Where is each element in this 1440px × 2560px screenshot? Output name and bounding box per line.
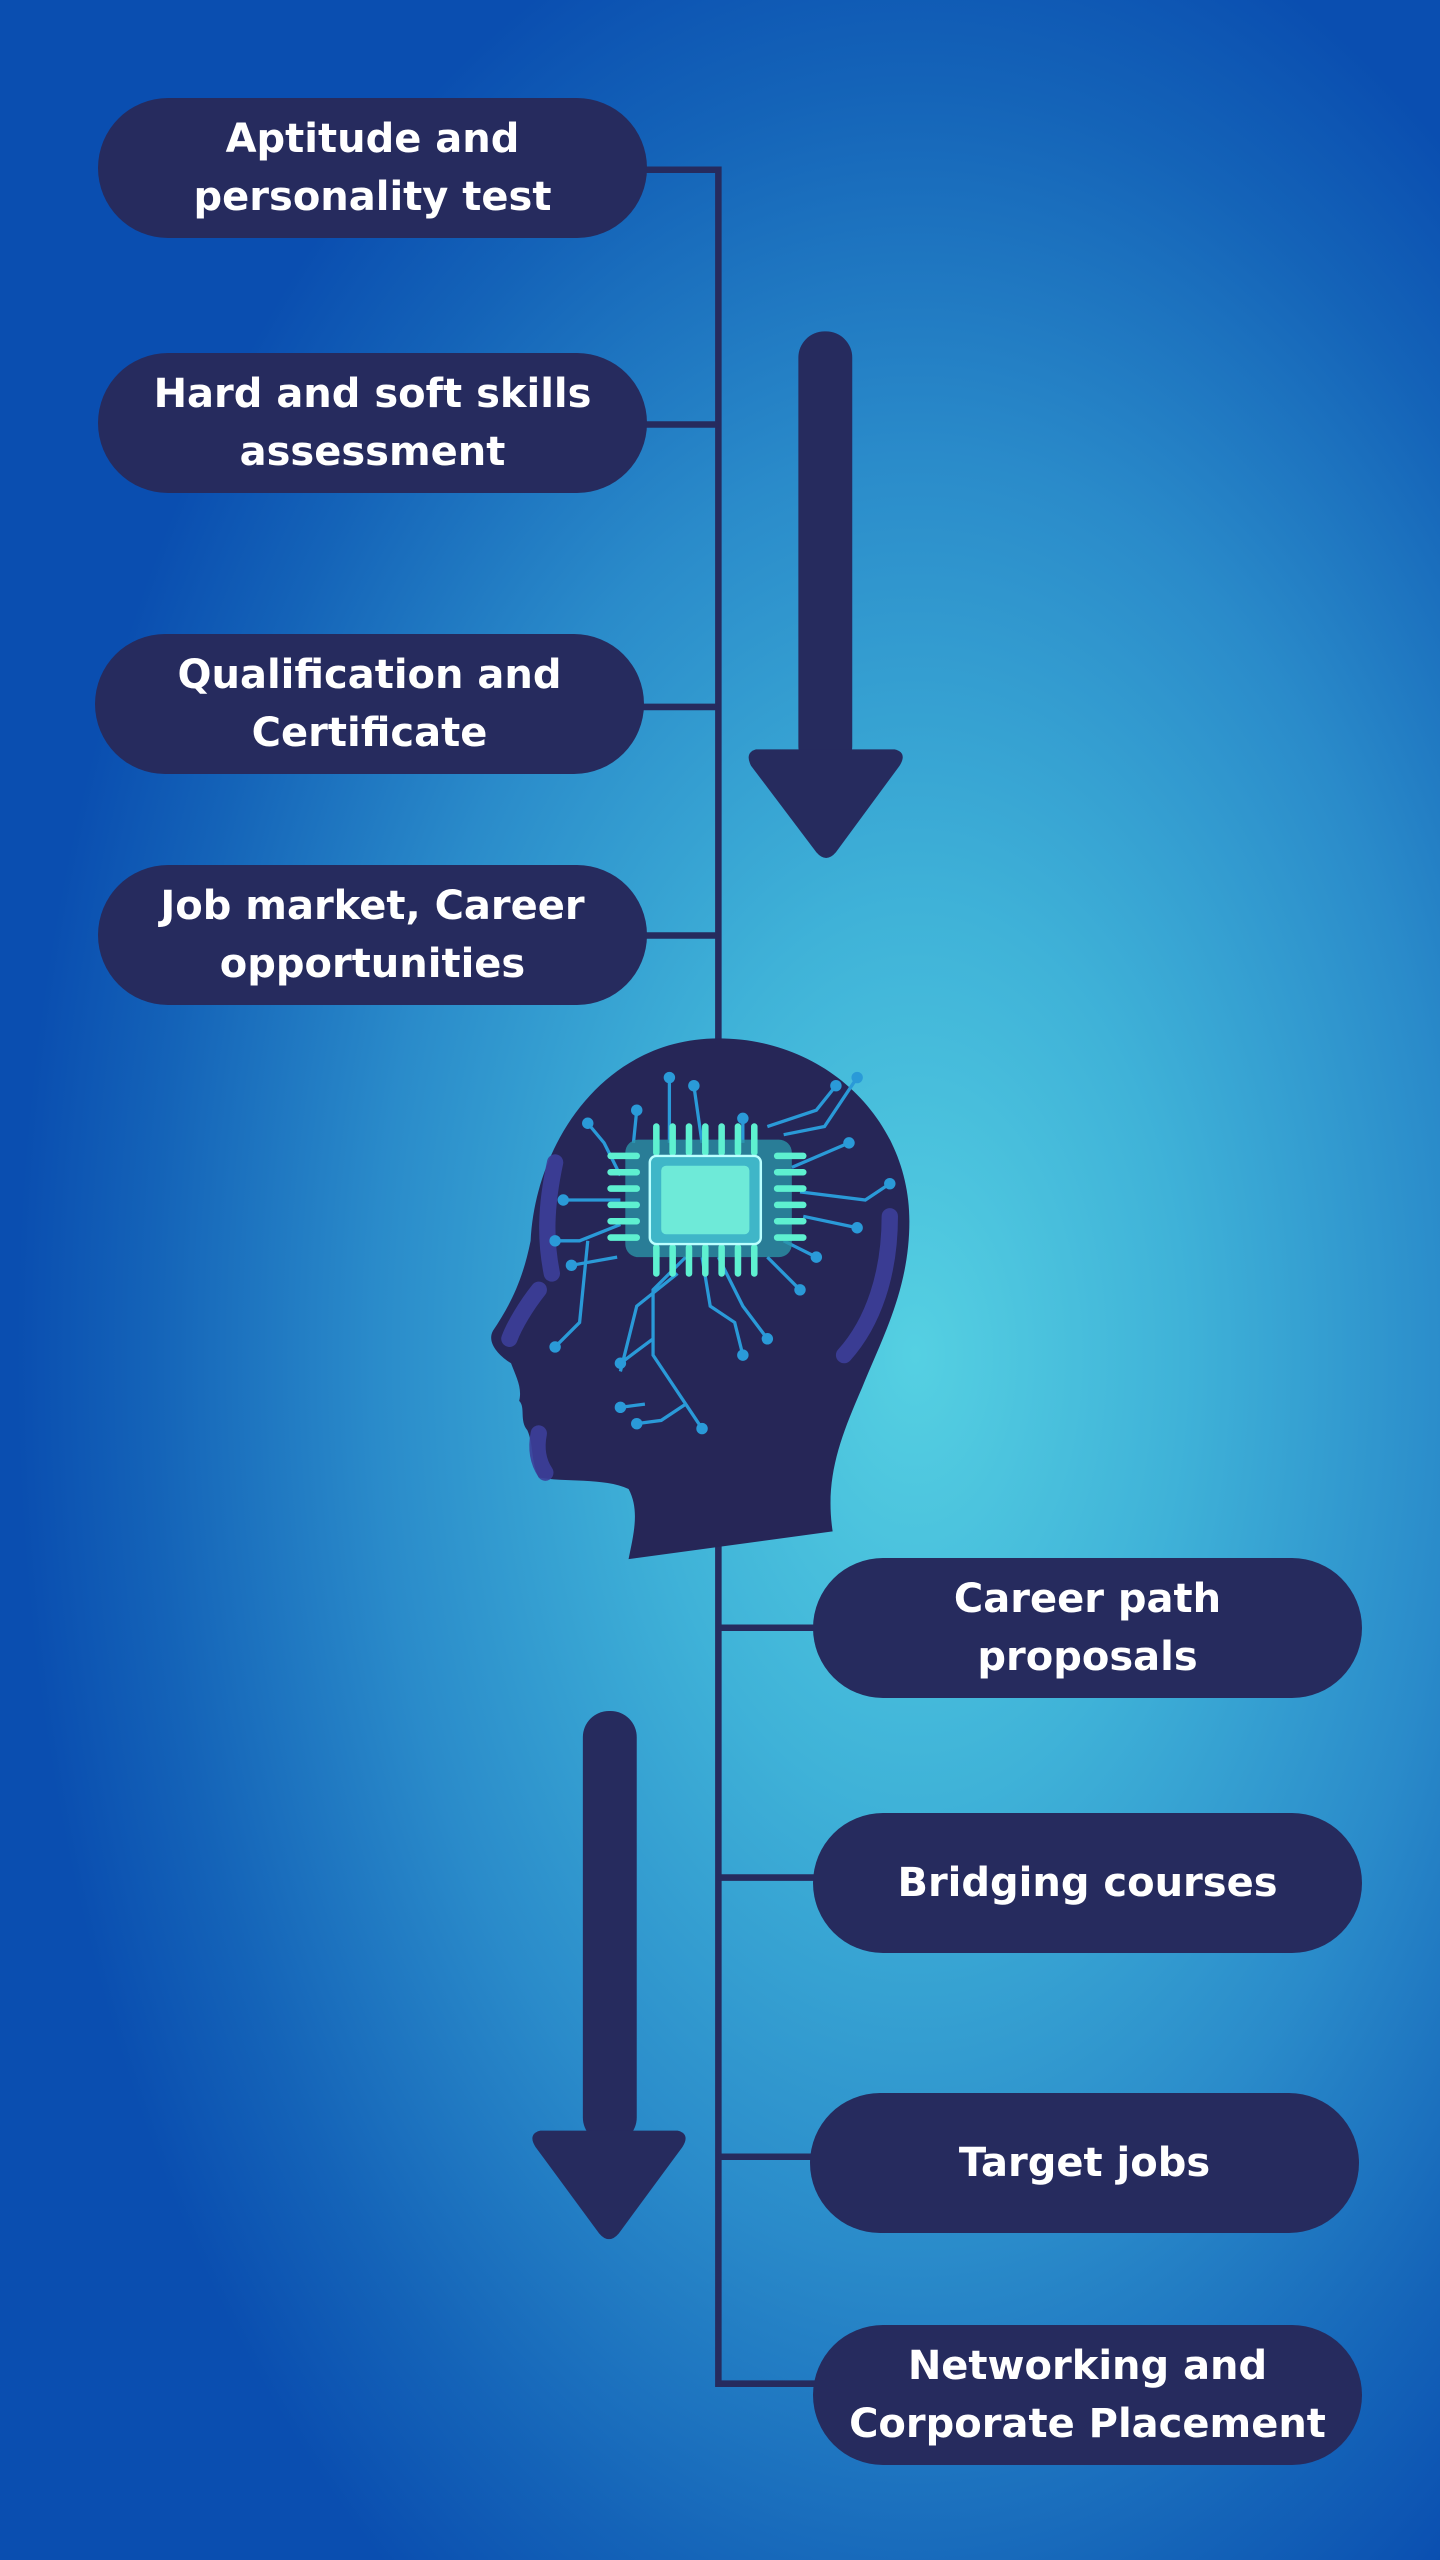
node-label: Job market, Career opportunities [160,883,585,987]
arrow-down-icon [532,1711,686,2240]
node-label: Target jobs [958,2140,1211,2186]
trunk-line-bottom [715,1542,825,2387]
ai-head-chip-icon [491,1038,910,1560]
node-label: Hard and soft skills assessment [153,371,592,475]
input-node-job-market: Job market, Career opportunities [98,865,647,1005]
output-node-target-jobs: Target jobs [810,2093,1359,2233]
node-label: Aptitude and personality test [193,116,552,220]
node-label: Networking and Corporate Placement [849,2343,1326,2447]
output-node-career-path: Career path proposals [813,1558,1362,1698]
node-label: Career path proposals [953,1576,1222,1680]
node-label: Qualification and Certificate [177,652,562,756]
input-node-skills: Hard and soft skills assessment [98,353,647,493]
arrow-down-icon [748,331,903,858]
input-node-aptitude: Aptitude and personality test [98,98,647,238]
output-node-networking: Networking and Corporate Placement [813,2325,1362,2465]
output-node-bridging-courses: Bridging courses [813,1813,1362,1953]
connector-lines [636,166,825,2387]
trunk-line-top [636,166,722,1045]
input-node-qualification: Qualification and Certificate [95,634,644,774]
node-label: Bridging courses [897,1860,1278,1906]
